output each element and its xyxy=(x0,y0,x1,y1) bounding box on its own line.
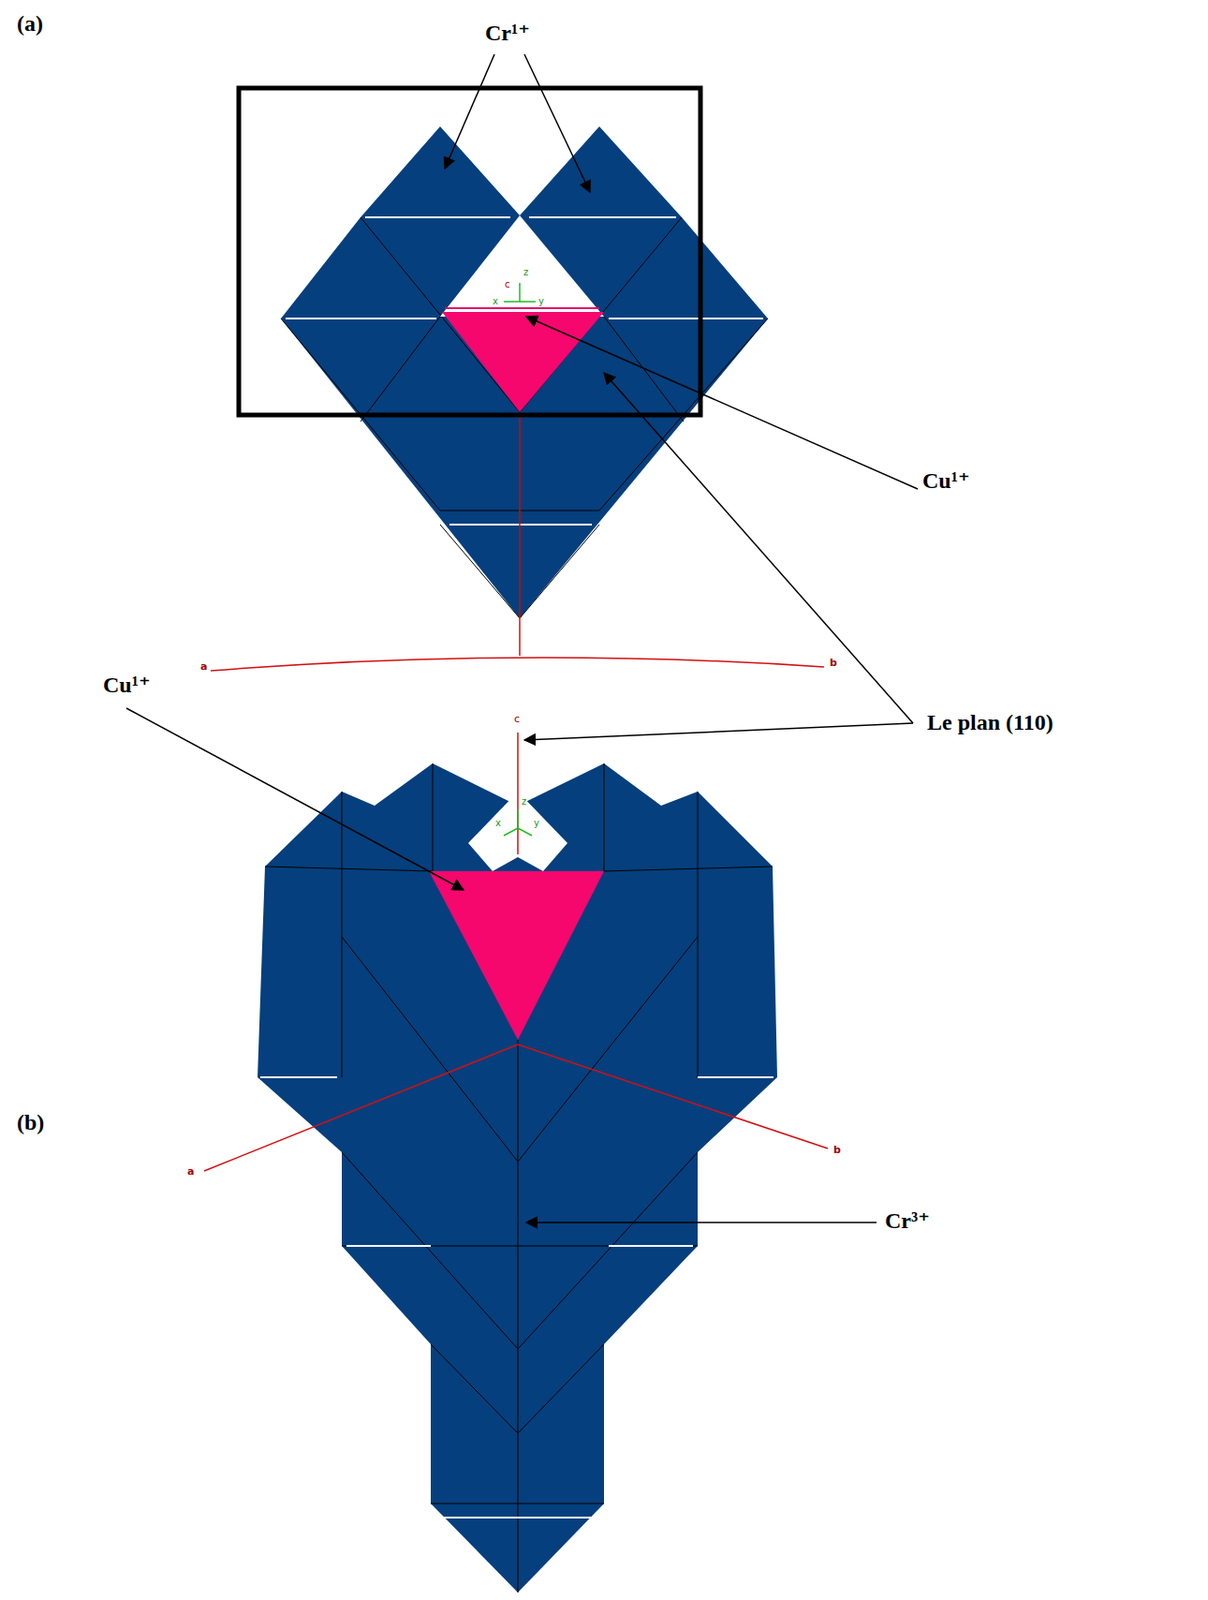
axis-label: c xyxy=(504,279,511,290)
axis-label: b xyxy=(833,1144,841,1156)
ion-label: Cu¹⁺ xyxy=(103,672,151,697)
panel-label: (b) xyxy=(16,1109,45,1135)
structure-a xyxy=(210,88,825,671)
axis-label: x xyxy=(495,817,501,828)
axis-label: a xyxy=(187,1165,194,1178)
ion-label: Cr³⁺ xyxy=(884,1208,930,1233)
axis-label: z xyxy=(523,266,529,278)
axis-label: b xyxy=(829,657,838,669)
axis-label: c xyxy=(514,713,520,725)
axis-label: y xyxy=(538,295,545,307)
ion-label: Cu¹⁺ xyxy=(922,468,971,493)
axis-label: x xyxy=(492,295,499,307)
panel-label: (a) xyxy=(16,11,44,36)
plane-label: Le plan (110) xyxy=(927,709,1054,735)
axis-label: y xyxy=(533,817,540,828)
axis-label: z xyxy=(521,795,527,807)
structure-b xyxy=(204,732,828,1592)
axis-label: a xyxy=(200,661,207,673)
leader-lines xyxy=(126,54,918,1223)
ion-label: Cr¹⁺ xyxy=(485,20,531,45)
